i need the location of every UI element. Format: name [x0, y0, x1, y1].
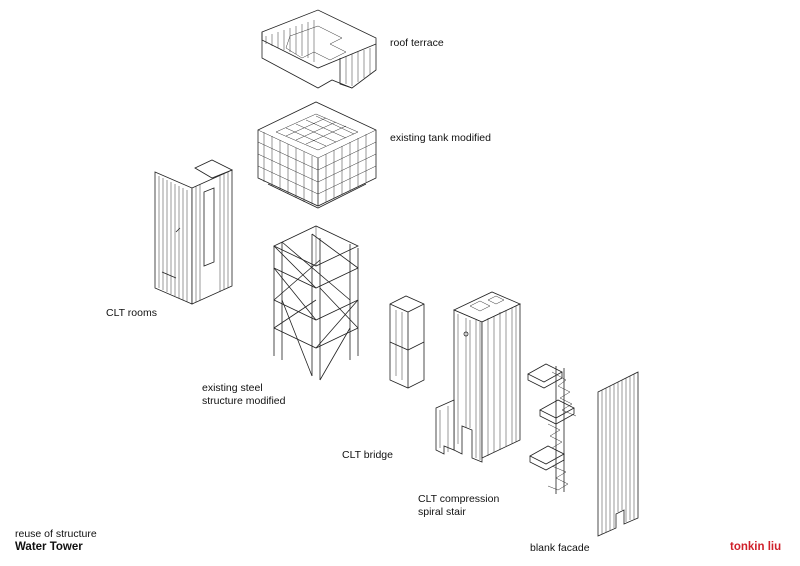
label-clt-rooms: CLT rooms [106, 307, 157, 319]
steel-structure-drawing [273, 225, 359, 381]
label-clt-bridge: CLT bridge [342, 449, 393, 461]
label-stair-line1: CLT compression [418, 493, 500, 505]
clt-compression-tower-drawing [435, 291, 521, 463]
clt-bridge-drawing [389, 295, 425, 389]
roof-terrace-drawing [261, 9, 377, 89]
label-stair-line2: spiral stair [418, 506, 466, 518]
subtitle: reuse of structure [15, 528, 97, 540]
existing-tank-drawing [257, 101, 377, 209]
label-steel-structure-line2: structure modified [202, 395, 286, 407]
clt-rooms-drawing [154, 159, 233, 305]
brand-logo-text: tonkin liu [730, 541, 782, 553]
page-title: Water Tower [15, 541, 83, 553]
label-roof-terrace: roof terrace [390, 37, 444, 49]
label-existing-tank: existing tank modified [390, 132, 491, 144]
spiral-stair-drawing [527, 363, 577, 494]
blank-facade-drawing [597, 371, 639, 537]
label-steel-structure-line1: existing steel [202, 382, 263, 394]
label-blank-facade: blank facade [530, 542, 590, 554]
